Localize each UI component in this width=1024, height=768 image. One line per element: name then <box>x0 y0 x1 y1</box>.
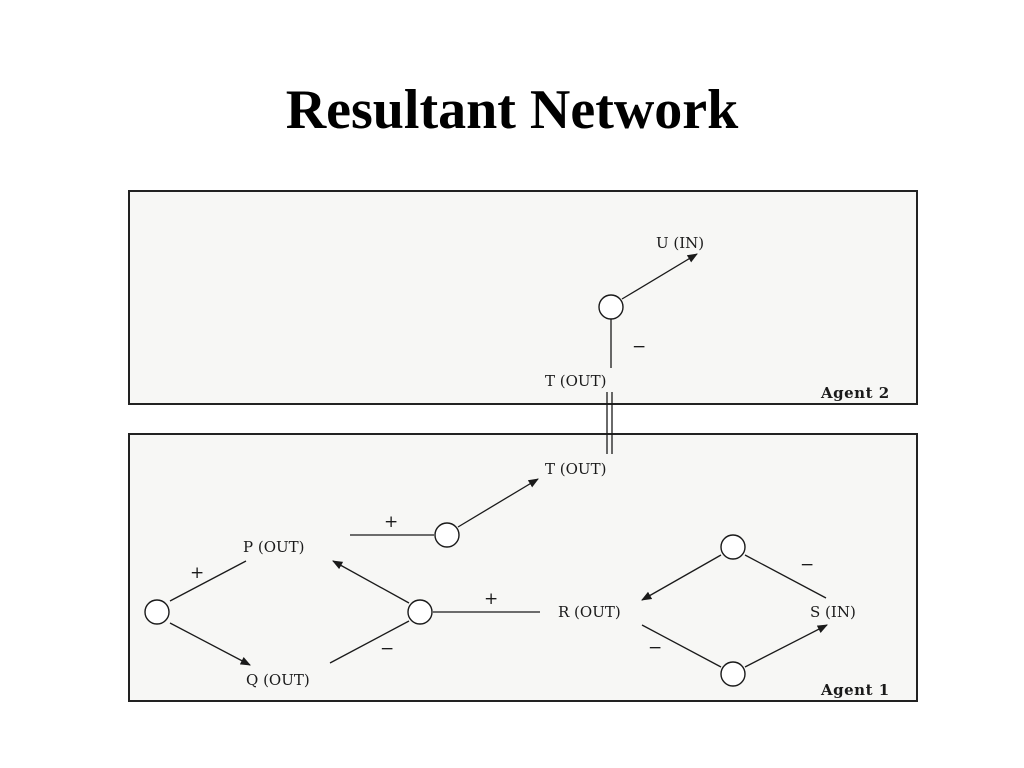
edge-bottom-to-s <box>744 624 828 668</box>
label-t-out-agent2: T (OUT) <box>545 372 606 390</box>
sign-r-to-s: − <box>648 638 662 658</box>
label-p-out: P (OUT) <box>243 538 305 556</box>
agent-2-label: Agent 2 <box>820 384 890 402</box>
label-r-out: R (OUT) <box>558 603 621 621</box>
edge-node-to-t <box>457 478 539 528</box>
label-t-out-agent1: T (OUT) <box>545 460 606 478</box>
sign-node-to-p: + <box>190 563 204 583</box>
page-title: Resultant Network <box>285 79 739 141</box>
sign-r-from-node: + <box>484 589 498 609</box>
node-pt[interactable] <box>434 522 460 548</box>
sign-q-to-node: − <box>380 639 394 659</box>
edge-center-to-p <box>332 560 410 604</box>
edge-r-to-bottom <box>641 624 722 668</box>
node-top-right[interactable] <box>720 534 746 560</box>
node-bottom-right[interactable] <box>720 661 746 687</box>
label-s-in: S (IN) <box>810 603 856 621</box>
sign-t-to-u: − <box>632 337 646 357</box>
sign-s-to-r: − <box>800 555 814 575</box>
edge-s-to-top <box>744 554 827 599</box>
edge-top-to-r <box>641 554 722 601</box>
node-left[interactable] <box>144 599 170 625</box>
edge-left-to-q <box>169 622 251 666</box>
sign-p-to-t: + <box>384 512 398 532</box>
agent-2-frame <box>128 190 918 405</box>
edge-node-to-u <box>621 253 698 300</box>
node-agent2[interactable] <box>598 294 624 320</box>
label-u-in: U (IN) <box>656 234 704 252</box>
label-q-out: Q (OUT) <box>246 671 310 689</box>
edge-left-to-p <box>169 560 247 602</box>
agent-1-frame <box>128 433 918 702</box>
node-center[interactable] <box>407 599 433 625</box>
agent-1-label: Agent 1 <box>820 681 890 699</box>
edge-q-to-center <box>329 620 410 664</box>
